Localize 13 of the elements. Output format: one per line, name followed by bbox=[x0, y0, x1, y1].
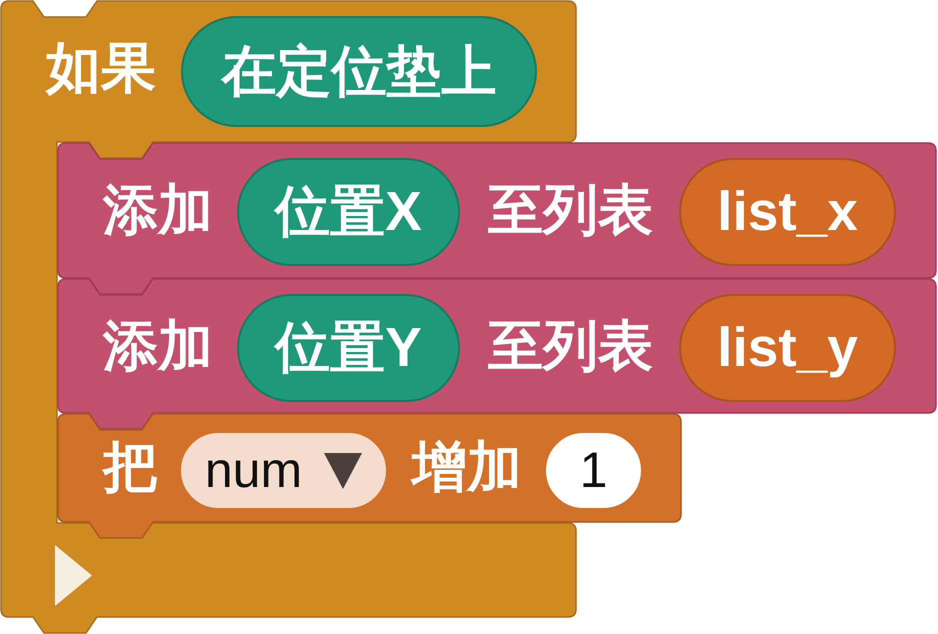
block-label: 至列表 bbox=[488, 314, 653, 378]
reporter-label: list_x bbox=[717, 180, 858, 244]
block-label: 如果 bbox=[46, 36, 156, 100]
block-label: 把 bbox=[103, 435, 158, 499]
block-label: 添加 bbox=[103, 314, 213, 378]
block-label: 至列表 bbox=[488, 178, 653, 242]
block-label: 增加 bbox=[412, 435, 522, 499]
block-label: 添加 bbox=[103, 178, 213, 242]
reporter-label: 位置Y bbox=[275, 316, 422, 380]
reporter-label: 在定位垫上 bbox=[222, 40, 496, 104]
variable-dropdown: num bbox=[181, 433, 386, 508]
reporter-label: 位置X bbox=[275, 180, 422, 244]
reporter-label: list_y bbox=[717, 316, 858, 380]
